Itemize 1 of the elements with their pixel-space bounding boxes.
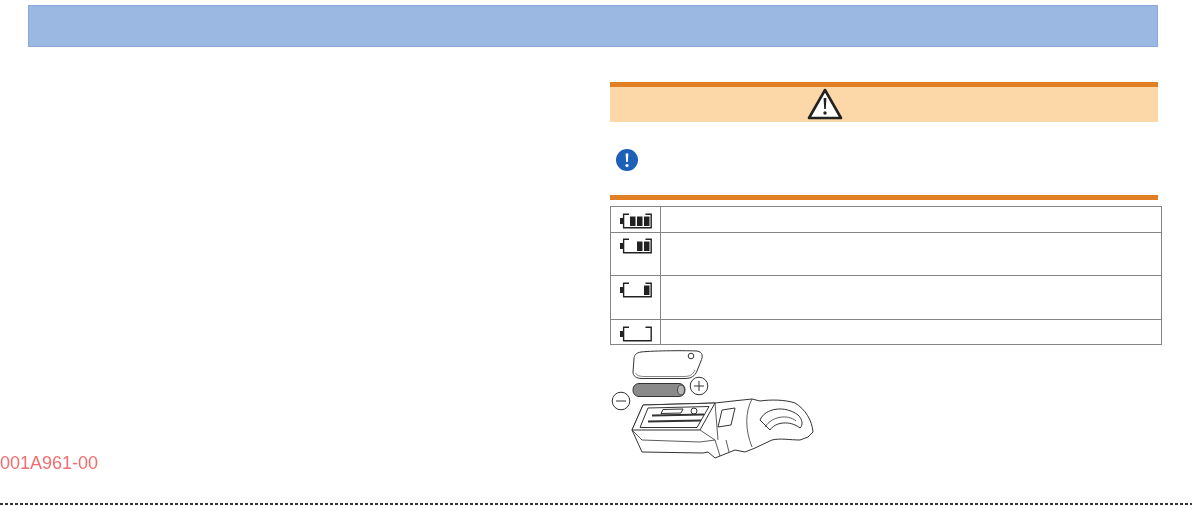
document-code: 001A961-00 — [0, 453, 99, 474]
